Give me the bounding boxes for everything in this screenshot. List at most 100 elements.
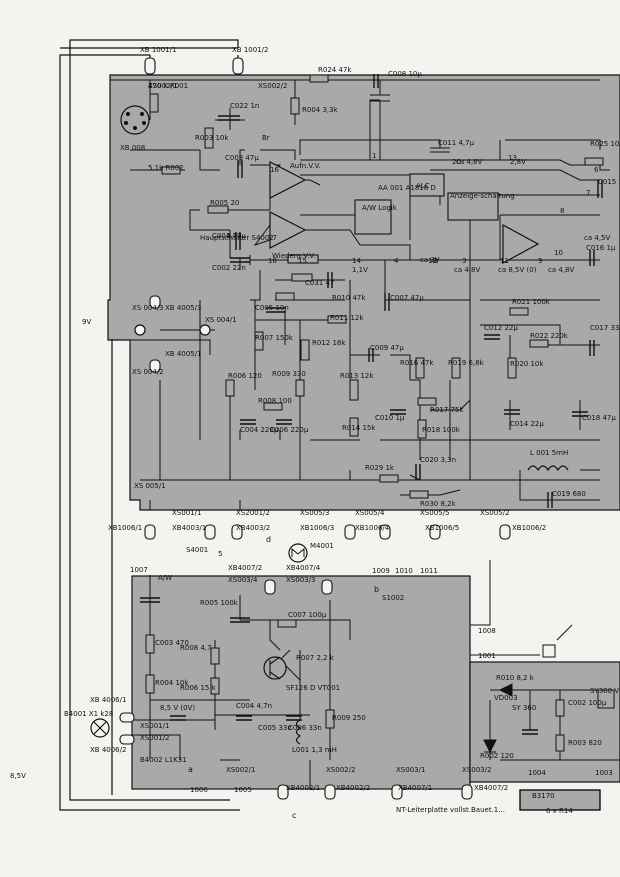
component-label: Br bbox=[262, 134, 270, 142]
component-label: L001 1,3 mH bbox=[292, 746, 337, 754]
component-label: R010 8,2 k bbox=[496, 674, 535, 682]
component-label: R002 120 bbox=[480, 752, 514, 760]
component-label: SY360 VD004 bbox=[590, 687, 620, 695]
connector-label: XB 4005/1 bbox=[165, 350, 201, 358]
component-label: C007 47μ bbox=[390, 294, 424, 302]
aufn-vv-opamp bbox=[269, 161, 307, 199]
node-number: 1005 bbox=[234, 786, 252, 794]
node-number: 1001 bbox=[478, 652, 496, 660]
connector-label: XS002/1 bbox=[226, 766, 255, 774]
node-number: 1007 bbox=[130, 566, 148, 574]
component-label: SY 360 bbox=[512, 704, 536, 712]
component-label: R005 100k bbox=[200, 599, 239, 607]
component-label: R025 10M bbox=[590, 140, 620, 148]
component-label: ca 8,5V (0) bbox=[498, 266, 537, 274]
b4001-connector-icon bbox=[134, 324, 146, 336]
connector-label: XS001/2 bbox=[140, 734, 169, 742]
connector-label: XS005/4 bbox=[355, 509, 385, 517]
node-number: 1010 bbox=[395, 567, 413, 575]
node-number: 1011 bbox=[420, 567, 438, 575]
component-label: ALC bbox=[416, 182, 430, 190]
component-label: C004 220μ bbox=[240, 426, 279, 434]
connector-label: XB 4005/3 bbox=[165, 304, 201, 312]
connector-label: XS005/3 bbox=[300, 509, 329, 517]
connector-label: XS002/2 bbox=[326, 766, 355, 774]
connector-label: XS2001/2 bbox=[236, 509, 270, 517]
component-label: R010 47k bbox=[332, 294, 366, 302]
connector-label: XS003/3 bbox=[286, 576, 315, 584]
component-label: R008 4,7 bbox=[180, 644, 212, 652]
node-number: 7 bbox=[586, 189, 590, 197]
switch-letter: a bbox=[188, 765, 193, 774]
node-number: 17 bbox=[268, 234, 277, 242]
component-label: C009 47μ bbox=[370, 344, 404, 352]
node-number: 1 bbox=[372, 152, 376, 160]
component-label: Aufn.V.V. bbox=[290, 162, 321, 170]
connector-label: XB4007/2 bbox=[474, 784, 508, 792]
connector-label: XB1006/2 bbox=[512, 524, 546, 532]
component-label: 2,8V bbox=[510, 158, 526, 166]
component-label: C003 47μ bbox=[225, 154, 259, 162]
component-label: R003 820 bbox=[568, 739, 602, 747]
switch-letter: d bbox=[266, 535, 271, 544]
connector-label: XS001/1 bbox=[140, 722, 169, 730]
connector-label: XB4007/1 bbox=[398, 784, 432, 792]
battery-icon bbox=[519, 789, 601, 811]
component-label: C022 1n bbox=[230, 102, 259, 110]
connector-label: XB 4006/2 bbox=[90, 746, 126, 754]
connector-label: XS003/4 bbox=[228, 576, 258, 584]
node-number: 20 bbox=[452, 158, 461, 166]
component-label: ca 4,8V bbox=[454, 266, 480, 274]
component-label: C007 100μ bbox=[288, 611, 327, 619]
connector-label: XS003/2 bbox=[462, 766, 491, 774]
connector-label: XB 4006/1 bbox=[90, 696, 126, 704]
component-label: Hauptschalter S4002 bbox=[200, 234, 274, 242]
output-opamp bbox=[502, 223, 540, 265]
connector-label: XB4007/2 bbox=[228, 564, 262, 572]
component-label: C005 33n bbox=[258, 724, 292, 732]
component-label: M4001 bbox=[310, 542, 334, 550]
component-label: B4002 L1K31 bbox=[140, 756, 187, 764]
component-label: 4,7μ bbox=[226, 232, 242, 240]
aw-logik-block bbox=[354, 199, 392, 235]
node-number: 5 bbox=[218, 550, 222, 558]
component-label: ca 4,8V bbox=[456, 158, 482, 166]
component-label: C006 220μ bbox=[270, 426, 309, 434]
node-number: 1004 bbox=[528, 769, 546, 777]
component-label: Wiederg.V.V. bbox=[272, 252, 315, 260]
motor-m4001-icon bbox=[288, 543, 308, 563]
component-label: AA 001 A1818 D bbox=[378, 184, 436, 192]
component-label: R008 100 bbox=[258, 397, 292, 405]
cable-frame bbox=[59, 39, 240, 811]
connector-label: XB1006/1 bbox=[108, 524, 142, 532]
node-number: 14 bbox=[352, 257, 361, 265]
node-number: 1003 bbox=[595, 769, 613, 777]
component-label: 8,5V bbox=[10, 772, 26, 780]
connector-label: XS005/2 bbox=[480, 509, 509, 517]
switch-letter: c bbox=[292, 811, 296, 820]
node-number: 1006 bbox=[190, 786, 208, 794]
connector-label: XB 1001/1 bbox=[140, 46, 176, 54]
component-label: 6 x R14 bbox=[546, 807, 573, 815]
connector-label: XS 004/3 bbox=[132, 304, 164, 312]
node-number: 6 bbox=[594, 166, 599, 174]
component-label: R030 8,2k bbox=[420, 500, 457, 508]
component-label: C011 4,7μ bbox=[438, 139, 475, 147]
connector-label: XS005/5 bbox=[420, 509, 449, 517]
component-label: C001 47μ bbox=[212, 232, 246, 240]
component-label: C010 1μ bbox=[375, 414, 405, 422]
connector-label: XB1006/5 bbox=[425, 524, 459, 532]
switch-letter: b bbox=[374, 585, 379, 594]
component-label: Anzeige-schaltung bbox=[450, 192, 515, 200]
node-number: 1009 bbox=[372, 567, 390, 575]
component-label: A/W Logik bbox=[362, 204, 398, 212]
component-label: 1,1V bbox=[352, 266, 368, 274]
component-label: R013 12k bbox=[340, 372, 374, 380]
node-number: 11 bbox=[500, 257, 509, 265]
component-label: C012 22μ bbox=[484, 324, 518, 332]
component-label: NT-Leiterplatte vollst.Bauet.1... bbox=[396, 806, 505, 814]
component-label: 470 k R001 bbox=[148, 82, 188, 90]
connector-label: XB 1001/2 bbox=[232, 46, 268, 54]
